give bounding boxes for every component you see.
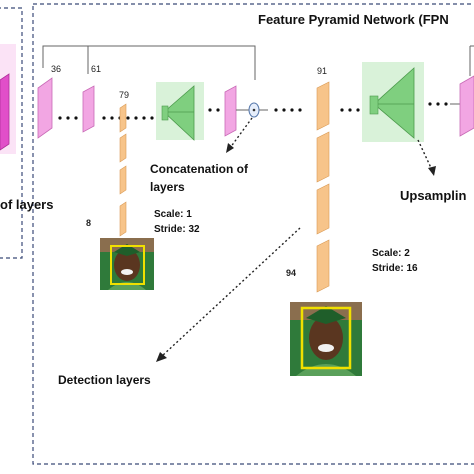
dots-3 — [208, 108, 220, 112]
upsample-trapezoid-1 — [163, 85, 195, 141]
upsample-input-1 — [161, 105, 169, 121]
upsample-input-2 — [369, 95, 379, 115]
fpn-title: Feature Pyramid Network (FPN — [258, 12, 449, 27]
stride-32-label: Stride: 32 — [154, 224, 200, 235]
concat-arrowhead — [226, 143, 234, 153]
layer-number-36: 36 — [51, 64, 62, 74]
detection-photo-2 — [290, 302, 362, 376]
scale-1-label: Scale: 1 — [154, 209, 192, 220]
dots-6 — [428, 102, 448, 106]
detection-box-1 — [110, 245, 145, 285]
layer-right-edge — [459, 75, 474, 137]
detection-photo-1 — [100, 238, 154, 290]
dots-1 — [58, 116, 78, 120]
detection-arrow — [161, 227, 301, 357]
layer-61 — [82, 85, 95, 133]
upsampling-label: Upsamplin — [400, 188, 467, 203]
detection-box-2 — [300, 306, 352, 370]
upsample-arrow — [417, 139, 433, 171]
orange-stack-91 — [316, 81, 330, 293]
layer-concat-input — [224, 85, 237, 137]
dots-5 — [340, 108, 360, 112]
fpn-dashed-box — [32, 3, 474, 465]
layer-number-79: 79 — [119, 90, 130, 100]
left-layers-label: of layers — [0, 197, 54, 212]
concat-label-line2: layers — [150, 180, 185, 194]
skip-connection-top — [42, 45, 256, 80]
layer-number-91: 91 — [317, 66, 328, 76]
backbone-layer — [0, 73, 10, 151]
concat-arrow — [229, 117, 253, 149]
detection-arrowhead — [156, 352, 167, 362]
concat-label-line1: Concatenation of — [150, 162, 248, 176]
scale-2-label: Scale: 2 — [372, 248, 410, 259]
upsample-trapezoid-2 — [373, 67, 415, 139]
layer-number-61: 61 — [91, 64, 102, 74]
upsample-arrowhead — [428, 166, 436, 176]
stride-16-label: Stride: 16 — [372, 263, 418, 274]
orange-stack-79 — [119, 103, 127, 237]
dots-4 — [274, 108, 302, 112]
backbone-dashed-box — [0, 7, 23, 259]
layer-36 — [37, 77, 53, 139]
layer-number-8: 8 — [86, 218, 92, 228]
concat-node-dot — [252, 108, 256, 112]
layer-number-94: 94 — [286, 268, 297, 278]
dots-2 — [102, 116, 154, 120]
detection-layers-label: Detection layers — [58, 373, 151, 387]
